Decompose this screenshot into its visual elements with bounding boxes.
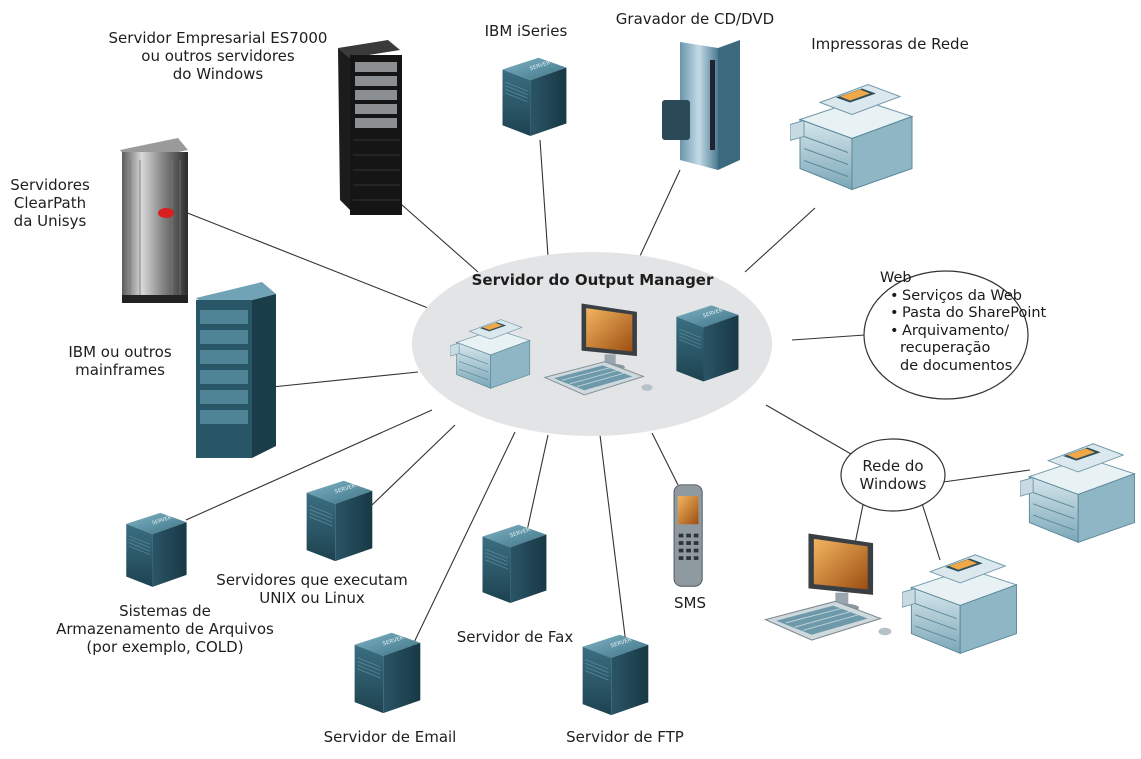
mainframe-label-line-1: IBM ou outros (68, 343, 172, 361)
web-cont-line-2: de documentos (900, 357, 1013, 374)
windows-printer-2-icon (902, 554, 1018, 654)
web-cont-line-1: recuperação (900, 340, 991, 356)
cd-dvd-label: Gravador de CD/DVD (615, 10, 775, 28)
windows-network-label: Rede do Windows (843, 457, 943, 493)
network-printer-icon (790, 83, 913, 191)
web-item-archiving-cont: recuperação de documentos (880, 340, 1046, 375)
web-item-sharepoint: Pasta do SharePoint (890, 305, 1046, 323)
storage-label-line-2: Armazenamento de Arquivos (56, 620, 274, 638)
email-server-icon (354, 632, 421, 714)
windows-desktop-icon (764, 532, 892, 641)
windows-network-line-2: Windows (859, 475, 927, 493)
storage-label: Sistemas de Armazenamento de Arquivos (p… (50, 602, 280, 656)
sms-phone-icon (673, 484, 703, 587)
windows-network-ellipse (840, 438, 946, 512)
es7000-rack-icon (338, 40, 402, 215)
unix-label-line-1: Servidores que executam (216, 571, 408, 589)
printers-label: Impressoras de Rede (811, 35, 969, 53)
clearpath-label-line-1: Servidores (10, 176, 90, 194)
windows-printer-1-icon (1020, 443, 1136, 543)
unix-label: Servidores que executam UNIX ou Linux (212, 571, 412, 607)
web-title: Web (880, 270, 912, 286)
fax-label: Servidor de Fax (456, 628, 574, 646)
storage-server-icon (125, 512, 188, 588)
hub-title: Servidor do Output Manager (471, 271, 714, 289)
es7000-label-line-3: do Windows (172, 65, 264, 83)
sms-label: SMS (674, 594, 706, 612)
storage-label-line-3: (por exemplo, COLD) (86, 638, 244, 656)
storage-label-line-1: Sistemas de (119, 602, 211, 620)
email-label: Servidor de Email (323, 728, 457, 746)
iseries-server-icon (502, 57, 567, 137)
web-service-list: Serviços da Web Pasta do SharePoint Arqu… (880, 288, 1046, 341)
es7000-label: Servidor Empresarial ES7000 ou outros se… (94, 29, 342, 83)
mainframe-label: IBM ou outros mainframes (50, 343, 190, 379)
web-item-archiving: Arquivamento/ (890, 323, 1046, 341)
clearpath-label-line-3: da Unisys (13, 212, 87, 230)
clearpath-label-line-2: ClearPath (13, 194, 87, 212)
web-node-label: Web Serviços da Web Pasta do SharePoint … (880, 270, 1046, 375)
unix-label-line-2: UNIX ou Linux (259, 589, 365, 607)
cd-dvd-writer-icon (662, 40, 740, 170)
windows-network-line-1: Rede do (862, 457, 924, 475)
ftp-server-icon (582, 634, 649, 716)
hub-server-icon (675, 304, 739, 382)
fax-server-icon (482, 524, 547, 604)
es7000-label-line-1: Servidor Empresarial ES7000 (108, 29, 328, 47)
clearpath-rack-icon (120, 138, 188, 303)
mainframe-label-line-2: mainframes (75, 361, 165, 379)
web-item-services: Serviços da Web (890, 288, 1046, 306)
ftp-label: Servidor de FTP (566, 728, 684, 746)
iseries-label: IBM iSeries (484, 22, 568, 40)
es7000-label-line-2: ou outros servidores (141, 47, 295, 65)
clearpath-label: Servidores ClearPath da Unisys (0, 176, 100, 230)
unix-server-icon (306, 480, 373, 562)
connection-lines (184, 139, 1031, 661)
mainframe-rack-icon (196, 282, 276, 458)
